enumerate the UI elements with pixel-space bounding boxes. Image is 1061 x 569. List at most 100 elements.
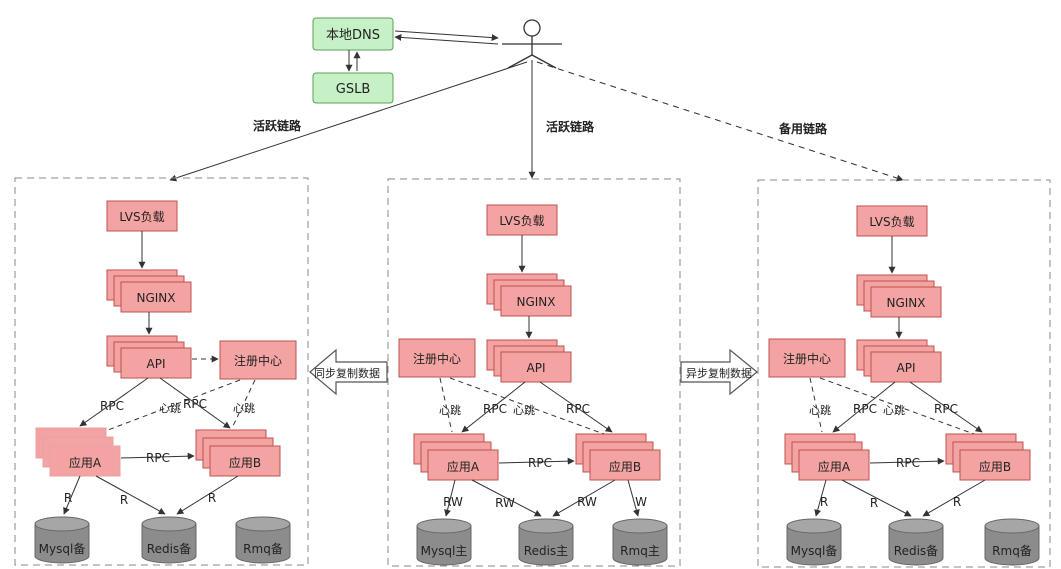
- cluster-right: LVS负载 NGINX API 注册中心 应用A 应用B: [757, 179, 1051, 568]
- nginx-label: NGINX: [136, 291, 175, 305]
- sync-replication-arrow: 同步复制数据: [309, 348, 388, 396]
- gslb-label: GSLB: [336, 82, 371, 97]
- heartbeat-a-edge: [439, 377, 453, 433]
- rmq-label: Rmq备: [992, 544, 1032, 558]
- a-mysql-label: R: [64, 491, 72, 505]
- redis-label: Redis主: [524, 544, 568, 558]
- app-a-label: 应用A: [818, 459, 851, 474]
- a-redis-label: R: [870, 496, 878, 510]
- cluster-center: LVS负载 NGINX API 注册中心 应用A 应用B: [387, 178, 681, 567]
- api-to-app-b-edge: [909, 381, 983, 433]
- heartbeat-b-edge: [449, 377, 605, 435]
- redis-db: [518, 518, 574, 566]
- app-a-to-mysql-edge: [63, 475, 81, 515]
- active-link-left-edge: [169, 61, 528, 182]
- api-to-app-b-edge: [159, 377, 231, 429]
- heartbeat-b-label: 心跳: [883, 403, 905, 417]
- api-stack: [486, 339, 572, 383]
- user-icon: [502, 19, 562, 69]
- rpc-a-label: RPC: [483, 402, 507, 416]
- rmq-db: [984, 518, 1040, 566]
- app-a-to-mysql-edge: [814, 479, 827, 517]
- cluster-boundary: [757, 179, 1051, 568]
- top-section: 本地DNS GSLB 活跃链路 活跃链路 备用链路: [169, 17, 904, 182]
- cluster-left: LVS负载 NGINX API 注册中心 应用A 应用B: [14, 177, 309, 566]
- app-a-label: 应用A: [69, 455, 102, 470]
- b-rmq-label: W: [635, 495, 647, 509]
- app-a-to-mysql-edge: [444, 479, 456, 517]
- rpc-a-label: RPC: [853, 402, 877, 416]
- heartbeat-b-label: 心跳: [233, 401, 255, 415]
- api-label: API: [527, 361, 546, 375]
- app-a-stack: [413, 433, 499, 481]
- api-to-app-b-edge: [539, 381, 613, 433]
- redis-label: Redis备: [147, 542, 191, 556]
- heartbeat-b-edge: [819, 377, 975, 435]
- lvs-label: LVS负载: [499, 214, 544, 228]
- nginx-stack: [856, 274, 942, 318]
- rpc-ab-label: RPC: [896, 456, 920, 470]
- a-mysql-label: RW: [443, 495, 463, 509]
- app-a-stack: [35, 427, 121, 477]
- mysql-db: [34, 516, 90, 564]
- async-replication-label: 异步复制数据: [686, 366, 752, 380]
- registry-box: [398, 338, 476, 378]
- rmq-label: Rmq主: [620, 544, 660, 558]
- app-a-label: 应用A: [447, 459, 480, 474]
- rmq-db: [612, 518, 668, 566]
- app-b-to-redis-edge: [552, 479, 616, 517]
- nginx-label: NGINX: [886, 296, 925, 310]
- lvs-label: LVS负载: [119, 210, 164, 224]
- rmq-label: Rmq备: [243, 542, 283, 556]
- app-b-stack: [945, 433, 1031, 481]
- app-b-to-redis-edge: [176, 475, 239, 515]
- mysql-label: Mysql备: [39, 542, 86, 556]
- user-to-dns-edge: [394, 33, 499, 45]
- mysql-label: Mysql主: [421, 544, 468, 558]
- api-label: API: [897, 361, 916, 375]
- app-a-to-app-b-edge: [498, 457, 575, 465]
- app-a-stack: [784, 433, 870, 481]
- rpc-b-label: RPC: [183, 397, 207, 411]
- rpc-b-label: RPC: [934, 402, 958, 416]
- app-b-to-redis-edge: [922, 479, 986, 517]
- heartbeat-a-label: 心跳: [809, 403, 831, 417]
- link-right-label: 备用链路: [778, 121, 828, 136]
- cluster-boundary: [387, 178, 681, 567]
- a-redis-label: RW: [495, 496, 515, 510]
- registry-box: [219, 340, 297, 380]
- app-a-to-redis-edge: [95, 475, 166, 515]
- dns-to-user-edge: [394, 30, 499, 42]
- mysql-db: [416, 518, 472, 566]
- app-b-label: 应用B: [609, 459, 641, 474]
- rmq-db: [235, 516, 291, 564]
- api-label: API: [147, 357, 166, 371]
- link-center-label: 活跃链路: [546, 119, 595, 134]
- app-b-stack: [195, 429, 281, 477]
- app-a-to-redis-edge: [841, 479, 912, 517]
- async-replication-arrow: 异步复制数据: [680, 348, 758, 396]
- mysql-label: Mysql备: [791, 544, 838, 558]
- b-redis-label: R: [208, 491, 216, 505]
- nginx-stack: [106, 269, 192, 313]
- standby-link-right-edge: [536, 61, 904, 182]
- lvs-box: [486, 204, 558, 236]
- a-redis-label: R: [120, 493, 128, 507]
- link-left-label: 活跃链路: [253, 118, 302, 133]
- app-b-to-rmq-edge: [627, 479, 640, 517]
- lvs-box: [856, 205, 928, 237]
- sync-replication-label: 同步复制数据: [314, 366, 380, 380]
- app-b-stack: [575, 433, 661, 481]
- app-a-to-app-b-edge: [120, 452, 195, 460]
- redis-db: [888, 518, 944, 566]
- api-stack: [856, 339, 942, 383]
- app-b-label: 应用B: [979, 459, 1011, 474]
- heartbeat-a-edge: [809, 377, 823, 433]
- redis-db: [141, 516, 197, 564]
- nginx-label: NGINX: [516, 295, 555, 309]
- app-a-to-app-b-edge: [869, 457, 945, 465]
- app-b-label: 应用B: [229, 455, 261, 470]
- api-to-app-a-edge: [79, 377, 149, 427]
- rpc-ab-label: RPC: [146, 451, 170, 465]
